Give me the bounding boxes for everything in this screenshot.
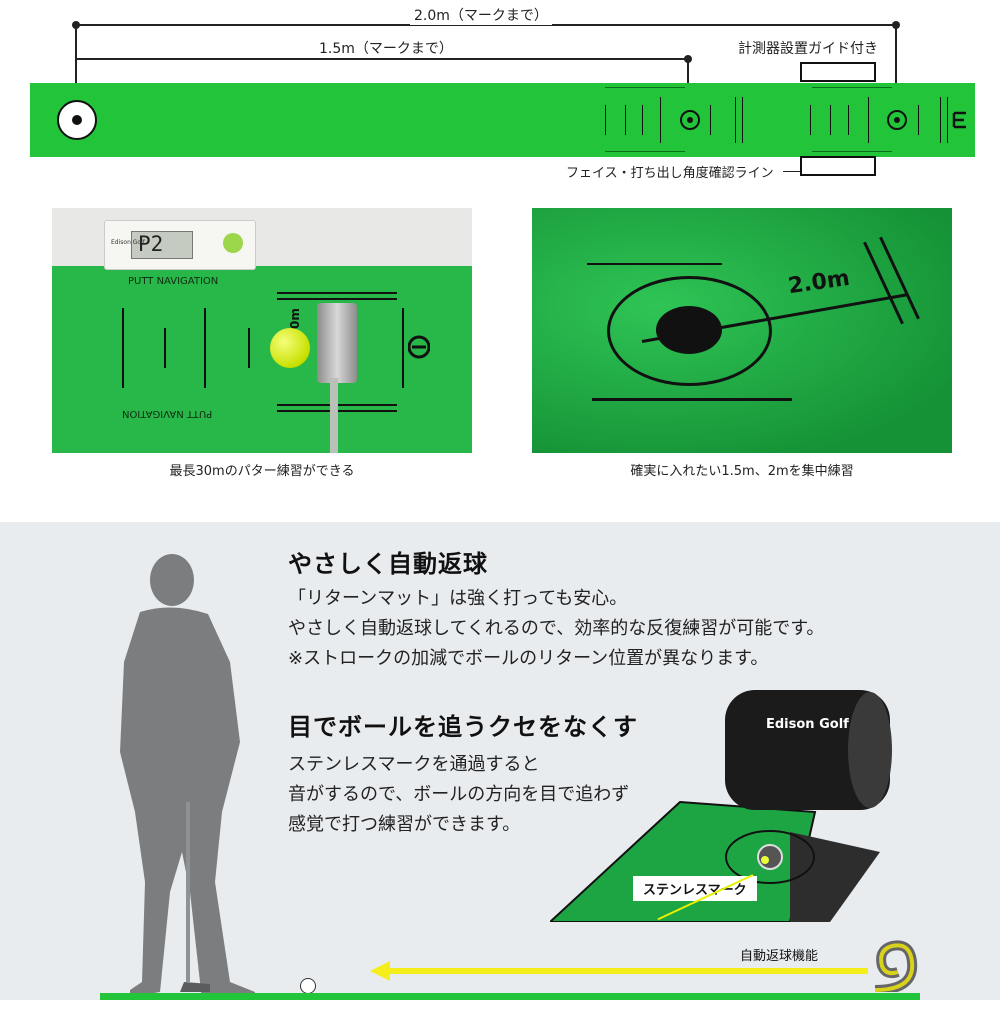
- para-line: 感覚で打つ練習ができます。: [288, 814, 521, 835]
- photo-target-mark-closeup: 2.0m: [532, 208, 952, 453]
- guide-label: 計測器設置ガイド付き: [738, 41, 878, 57]
- photo-putter-practice: P2 Edison Golf PUTT NAVIGATION PUTT NAVI…: [52, 208, 472, 453]
- mark-ring-15m: [680, 110, 700, 130]
- return-function-label: 自動返球機能: [740, 949, 819, 964]
- mat-text-bottom: PUTT NAVIGATION: [122, 408, 213, 419]
- putting-mat-strip: [30, 83, 975, 157]
- dim-line-2m: [76, 24, 896, 26]
- golf-ball-icon: [270, 328, 310, 368]
- putter-shaft: [330, 378, 338, 453]
- ext-line: [75, 24, 77, 114]
- feature-panel: やさしく自動返球 「リターンマット」は強く打っても安心。 やさしく自動返球してく…: [0, 522, 1000, 1000]
- para-auto-return: 「リターンマット」は強く打っても安心。 やさしく自動返球してくれるので、効率的な…: [288, 584, 824, 674]
- brand-logo: Edison Golf: [766, 717, 849, 732]
- putter-head: [317, 303, 357, 383]
- device-display: P2: [138, 232, 164, 256]
- para-line: ※ストロークの加減でボールのリターン位置が異なります。: [288, 648, 769, 669]
- device-screen: P2: [131, 231, 193, 259]
- arrow-left-icon: [370, 961, 868, 981]
- golf-ball-icon: [300, 978, 316, 994]
- para-line: 「リターンマット」は強く打っても安心。: [288, 588, 628, 609]
- mat-text-top: PUTT NAVIGATION: [128, 276, 219, 287]
- caption-right: 確実に入れたい1.5m、2mを集中練習: [630, 464, 854, 479]
- edison-golf-logo-icon: [408, 335, 430, 359]
- heading-auto-return: やさしく自動返球: [288, 550, 488, 578]
- ext-line: [895, 24, 897, 114]
- para-line: やさしく自動返球してくれるので、効率的な反復練習が可能です。: [288, 618, 825, 639]
- target-center: [656, 306, 722, 354]
- dim-line-15m: [76, 58, 688, 60]
- heading-eye-habit: 目でボールを追うクセをなくす: [288, 713, 638, 741]
- stainless-mark-label: ステンレスマーク: [633, 876, 757, 901]
- caption-left: 最長30mのパター練習ができる: [169, 464, 355, 479]
- para-line: ステンレスマークを通過すると: [288, 754, 540, 775]
- sensor-guide-box-bottom: [800, 156, 876, 176]
- brand-name: Edison Golf: [766, 717, 849, 732]
- line-label: フェイス・打ち出し角度確認ライン: [566, 166, 774, 181]
- measuring-device: P2 Edison Golf: [104, 220, 256, 270]
- sensor-guide-box-top: [800, 62, 876, 82]
- target-ring: [607, 276, 772, 386]
- edison-golf-logo-icon: [952, 111, 966, 129]
- ground-line: [100, 993, 920, 1000]
- device-brand: Edison Golf: [111, 239, 145, 246]
- para-line: 音がするので、ボールの方向を目で追わず: [288, 784, 630, 805]
- dim-label-2m: 2.0m（マークまで）: [410, 5, 552, 25]
- para-eye-habit: ステンレスマークを通過すると 音がするので、ボールの方向を目で追わず 感覚で打つ…: [288, 750, 629, 840]
- cup-hole-icon: [57, 100, 97, 140]
- return-curl-icon: [874, 940, 918, 992]
- mark-ring-2m: [887, 110, 907, 130]
- dim-label-15m: 1.5m（マークまで）: [315, 38, 457, 58]
- golfer-silhouette-icon: [120, 554, 255, 1000]
